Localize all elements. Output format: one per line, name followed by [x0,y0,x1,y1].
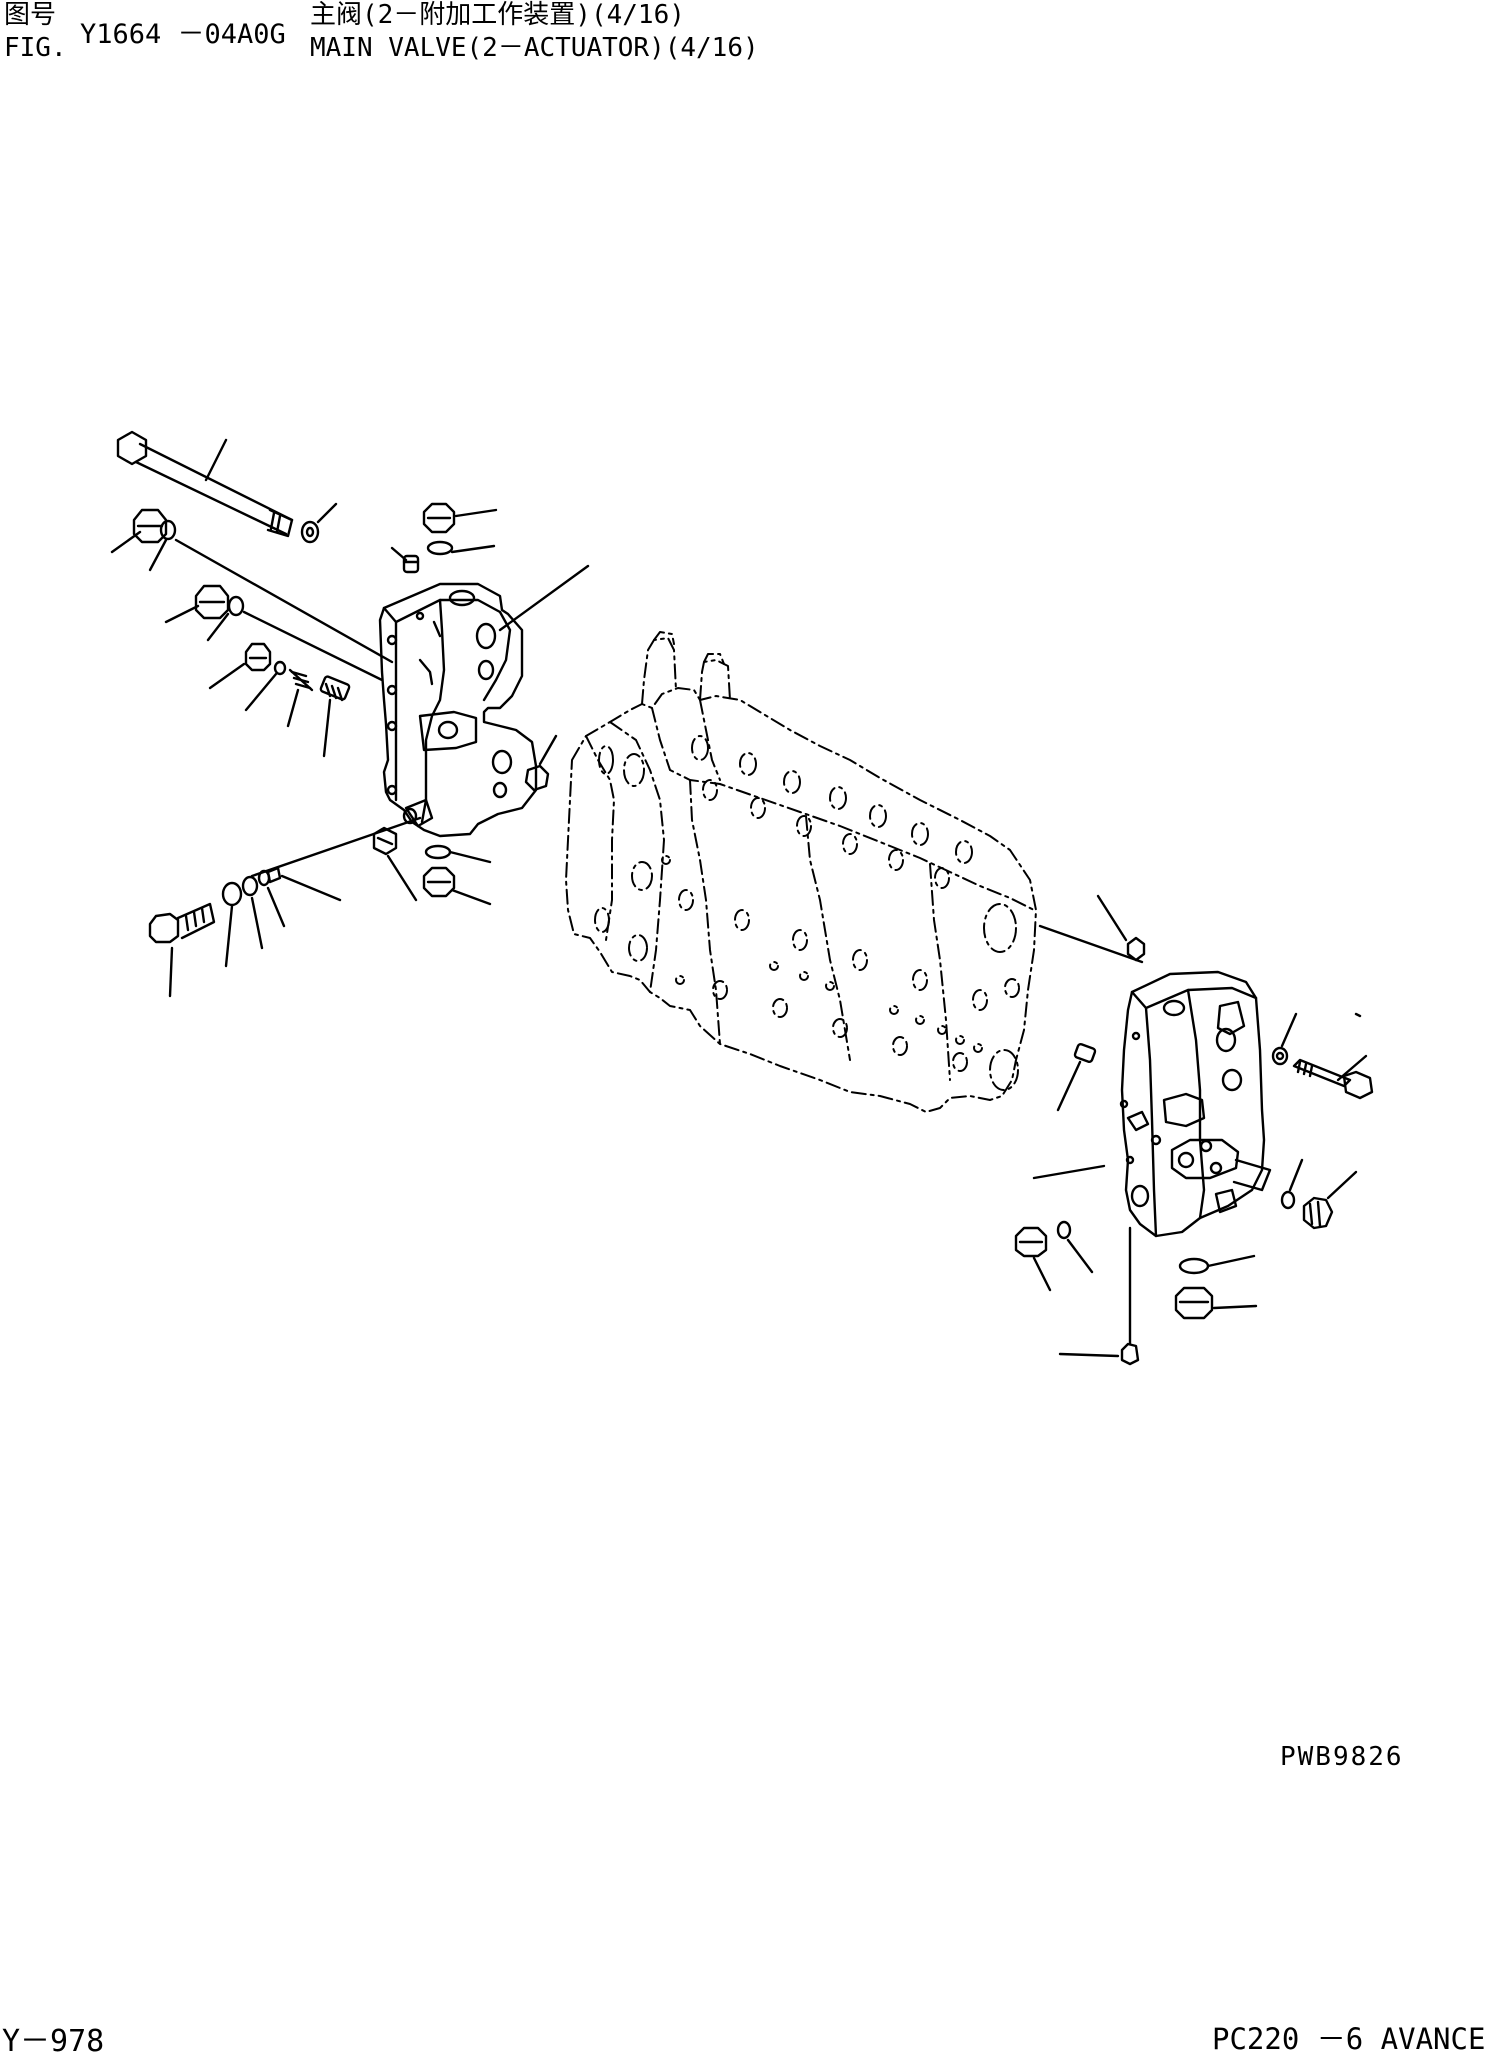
leader-line [1032,1256,1052,1292]
tie-bolt-left [116,430,294,538]
leader-line [266,886,286,928]
plug-bottom-small [1120,1342,1140,1366]
model-name: PC220 －6 AVANCE [1212,2022,1486,2056]
axis-line [174,538,394,664]
leader-line [1354,1012,1362,1018]
drawing-reference-code: PWB9826 [1280,1742,1404,1772]
leader-line [322,698,332,758]
leader-line [1288,1158,1304,1192]
leader-line [1206,1254,1256,1268]
leader-line [206,612,230,642]
plug-right-top [1126,936,1146,962]
leader-line [208,662,246,690]
valve-section-right [1119,970,1272,1238]
leader-line [164,604,200,624]
spool-plug-icon [319,675,351,702]
leader-line [1032,1164,1106,1180]
leader-line [538,734,558,766]
plug-right-side [1280,1190,1334,1230]
leader-line [250,896,264,950]
leader-line [386,854,418,902]
leader-line [280,874,342,902]
header-row-en: FIG. MAIN VALVE(2－ACTUATOR)(4/16) [4,33,759,139]
plug-left-2 [194,584,245,620]
main-valve-body [565,631,1037,1113]
plug-lower-center [422,844,456,898]
leader-line [448,850,492,864]
side-plug-icon [524,764,550,792]
small-plug-icon [1073,1042,1097,1064]
fig-label-cn: 图号 [4,0,57,30]
plug-right-bottom [1174,1257,1214,1320]
leader-line [204,438,228,482]
leader-line [148,538,168,572]
leader-line [450,888,492,906]
axis-line [1038,924,1144,964]
leader-line [454,508,498,518]
small-plug-icon [402,554,420,574]
axis-line [242,610,384,682]
leader-line [390,546,408,562]
spring-icon [288,668,314,692]
leader-line [244,672,278,712]
plug-icon [422,502,456,556]
plug-left-3 [244,642,287,676]
leader-line [1056,1060,1082,1112]
fig-label-en: FIG. [4,33,67,63]
page-number: Y－978 [2,2024,105,2059]
leader-line [224,904,234,968]
leader-line [168,946,174,998]
fig-code: Y1664 －04A0G [80,19,286,50]
leader-line [1280,1012,1298,1048]
leader-line [1212,1304,1258,1310]
title-cn: 主阀(2－附加工作装置)(4/16) [310,0,685,30]
plug-left-1 [132,508,177,544]
leader-line [1066,1238,1094,1274]
title-en: MAIN VALVE(2－ACTUATOR)(4/16) [310,33,759,63]
axis-line [250,816,422,878]
relief-valve-icon [148,866,282,944]
leader-line [110,530,142,554]
tie-bolt-right [1292,1058,1374,1100]
leader-line [450,544,496,554]
washer-icon [1271,1046,1289,1066]
plug-right-lower [1014,1220,1072,1258]
washer-icon [300,520,320,544]
leader-line [1326,1170,1358,1200]
leader-line [1096,894,1128,942]
leader-line [286,688,300,728]
header-row-cn: 图号 主阀(2－附加工作装置)(4/16) [4,0,685,106]
plug-lower-left [372,826,398,856]
leader-line [316,502,338,524]
leader-line [1058,1352,1120,1358]
leader-line [1336,1054,1368,1082]
leader-line [498,564,590,632]
